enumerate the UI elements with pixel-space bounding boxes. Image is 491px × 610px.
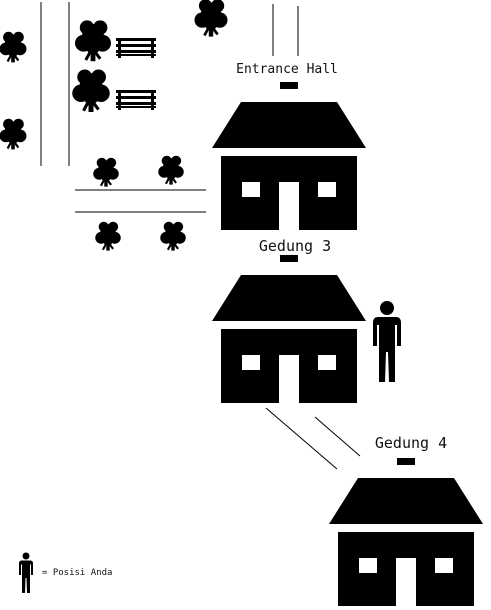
paths (40, 2, 361, 470)
tree-icon (73, 18, 113, 63)
tree-icon (70, 67, 112, 114)
building-gedung-3[interactable]: Gedung 3 (212, 237, 366, 403)
tree-icon (0, 117, 28, 151)
benches (116, 38, 156, 110)
house-icon (212, 82, 366, 230)
road-line-diagonal-b (314, 416, 361, 457)
house-icon (212, 255, 366, 403)
tree-icon (159, 220, 187, 252)
legend-label: = Posisi Anda (42, 568, 112, 578)
building-3-label: Gedung 3 (259, 237, 331, 255)
tree-icon (193, 0, 229, 38)
building-gedung-4[interactable]: Gedung 4 (329, 434, 483, 606)
person-icon (19, 552, 33, 593)
entrance-hall-label: Entrance Hall (236, 62, 338, 77)
bench-icon (116, 90, 156, 110)
tree-icon (157, 154, 185, 186)
building-4-label: Gedung 4 (375, 434, 447, 452)
trees (0, 0, 229, 252)
building-entrance-hall[interactable]: Entrance Hall (212, 62, 366, 230)
house-icon (329, 458, 483, 606)
bench-icon (116, 38, 156, 58)
tree-icon (0, 30, 28, 64)
person-icon (373, 301, 401, 382)
road-line-diagonal-a (265, 407, 338, 470)
tree-icon (92, 156, 120, 188)
tree-icon (94, 220, 122, 252)
legend: = Posisi Anda (19, 552, 112, 593)
